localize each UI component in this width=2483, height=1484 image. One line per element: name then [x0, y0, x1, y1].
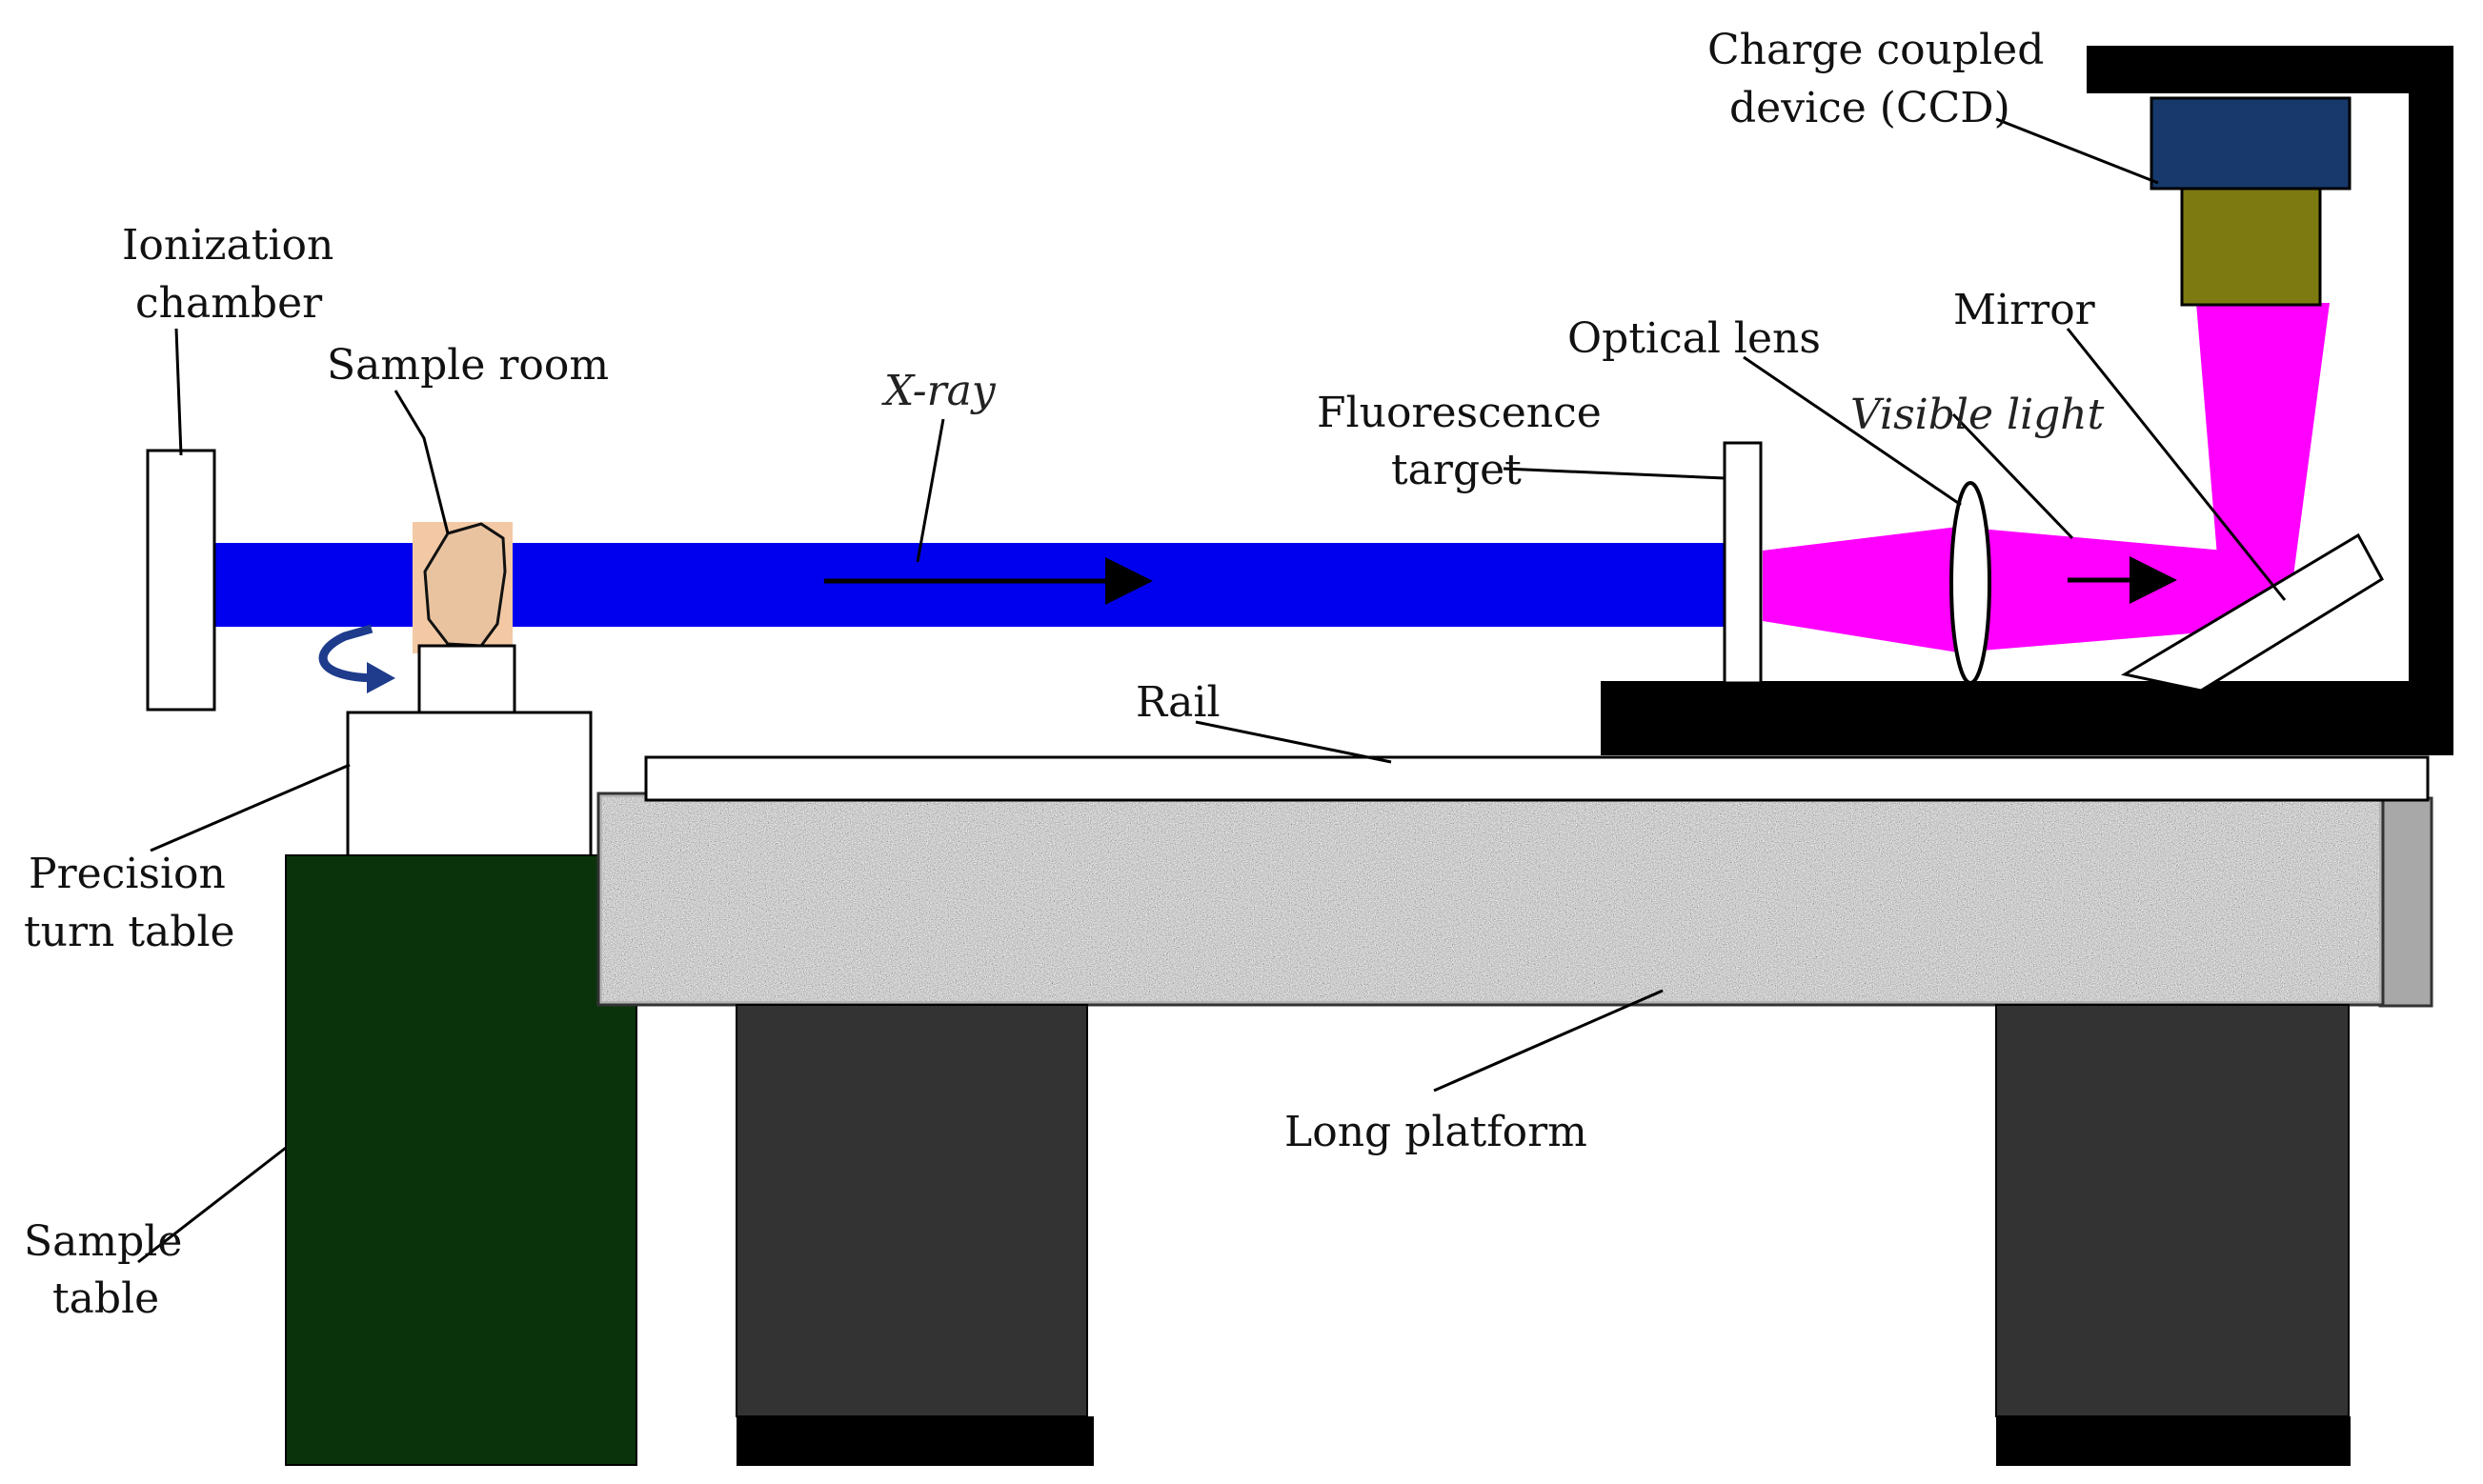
long-platform-texture — [602, 797, 2379, 1001]
label-optical-lens: Optical lens — [1567, 314, 1821, 363]
ccd-frame-top — [2087, 46, 2453, 93]
ionization-chamber — [146, 449, 216, 712]
leader-precision-turn-table — [150, 763, 351, 852]
label-sample-room: Sample room — [327, 341, 609, 390]
rotation-arrow-icon — [318, 624, 380, 683]
label-ccd-2: device (CCD) — [1729, 84, 2010, 132]
turn-table-spindle — [417, 644, 516, 716]
visible-light-to-ccd — [2196, 303, 2330, 591]
sample — [423, 522, 507, 648]
leader-ccd — [1995, 117, 2159, 185]
platform-leg-right — [1995, 1004, 2350, 1417]
sample-table — [285, 854, 637, 1466]
leader-mirror — [2066, 328, 2287, 601]
leader-ionization-chamber — [174, 328, 183, 456]
label-sample-table-2: table — [52, 1274, 159, 1323]
label-fluorescence-target-1: Fluorescence — [1317, 389, 1602, 437]
rotation-arrowhead-icon — [367, 662, 395, 693]
fluorescence-target — [1723, 441, 1763, 685]
label-long-platform: Long platform — [1284, 1108, 1587, 1156]
platform-leg-left — [736, 1004, 1088, 1417]
leader-sample-room — [394, 390, 450, 534]
leader-long-platform — [1433, 989, 1664, 1093]
label-precision-turn-table-1: Precision — [29, 850, 226, 898]
label-visible-light: Visible light — [1850, 391, 2105, 439]
detector-base — [1601, 681, 2453, 755]
platform-foot-left — [737, 1416, 1094, 1466]
ccd-body — [2150, 96, 2352, 191]
label-ionization-chamber-2: chamber — [135, 279, 323, 328]
label-fluorescence-target-2: target — [1391, 446, 1522, 494]
leader-visible-light — [1951, 412, 2074, 540]
long-platform-side — [2378, 796, 2433, 1008]
platform-foot-right — [1996, 1416, 2351, 1466]
label-ionization-chamber-1: Ionization — [122, 221, 333, 270]
optical-lens — [1949, 481, 1991, 685]
rail — [644, 755, 2430, 802]
label-xray: X-ray — [881, 367, 997, 415]
leader-sample-table — [137, 1146, 287, 1264]
precision-turn-table — [346, 711, 593, 863]
leader-xray — [916, 418, 945, 563]
xray-beam — [148, 543, 1729, 627]
label-precision-turn-table-2: turn table — [24, 908, 235, 956]
mirror — [2120, 532, 2384, 692]
label-rail: Rail — [1136, 678, 1221, 727]
label-mirror: Mirror — [1953, 286, 2096, 334]
ccd-frame-right — [2409, 50, 2453, 754]
leader-optical-lens — [1743, 355, 1962, 507]
leader-rail — [1195, 720, 1392, 764]
ccd-lens — [2180, 187, 2322, 307]
label-sample-table-1: Sample — [24, 1217, 182, 1266]
leader-fluorescence-target — [1503, 467, 1726, 480]
label-ccd-1: Charge coupled — [1707, 26, 2044, 74]
